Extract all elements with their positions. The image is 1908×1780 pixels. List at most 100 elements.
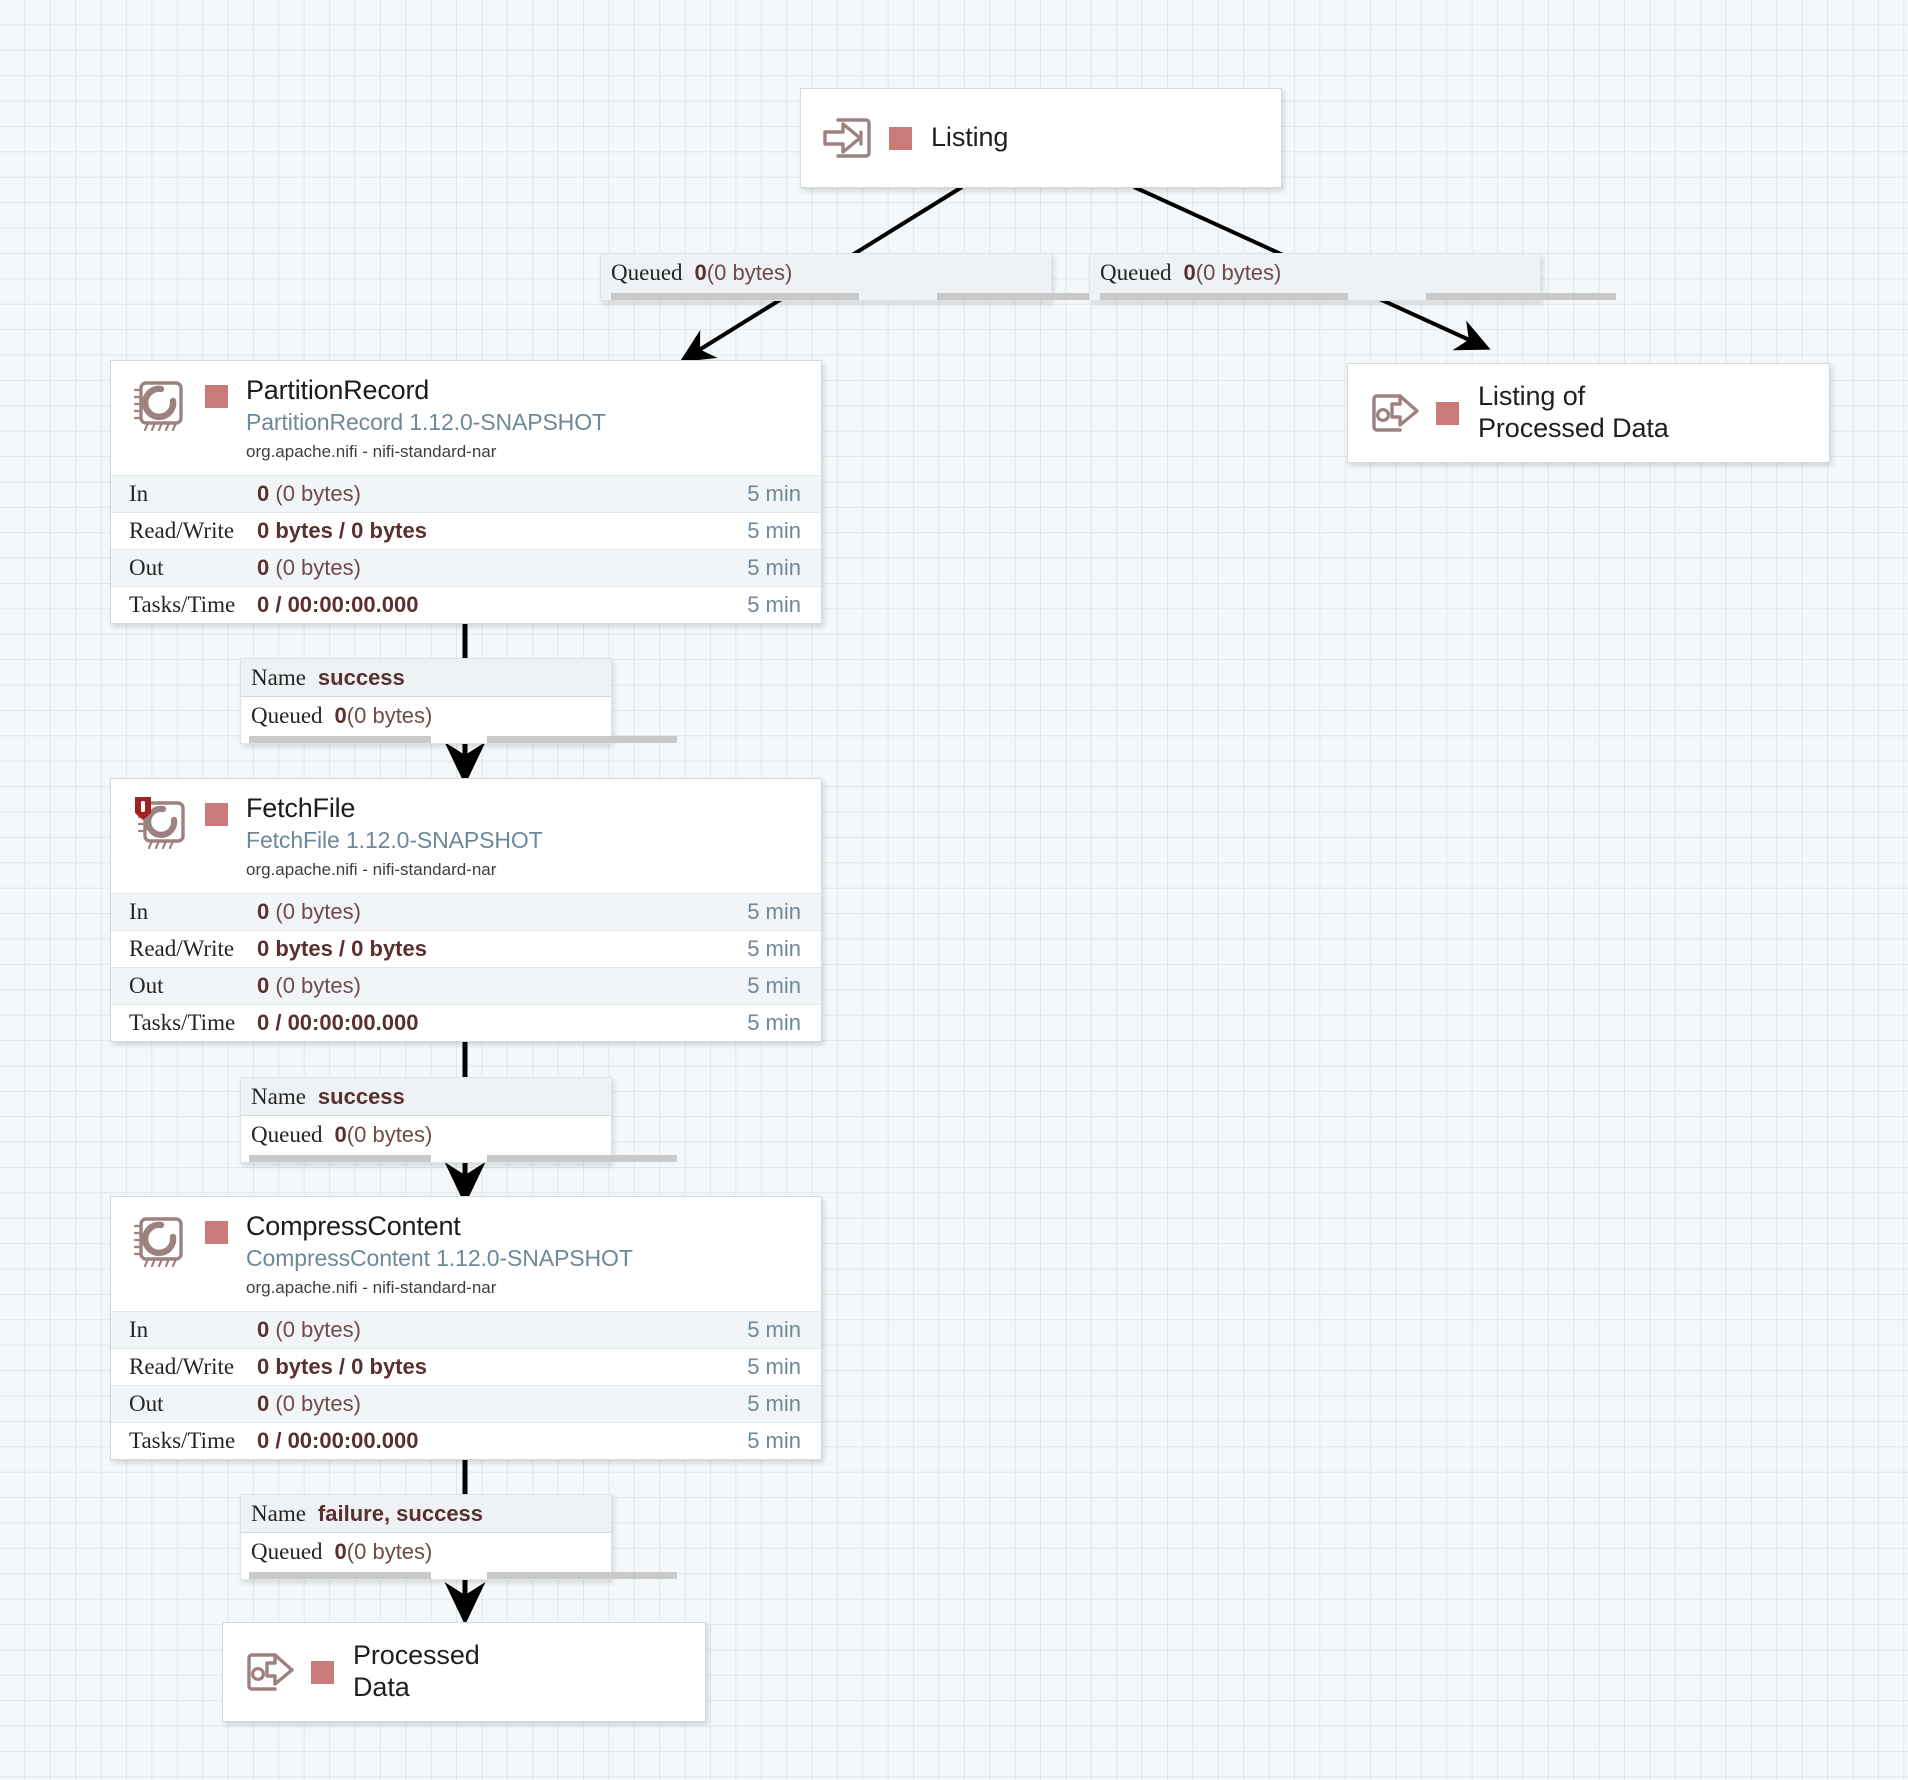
status-indicator-chip: [205, 803, 228, 826]
status-indicator-chip: [889, 126, 912, 150]
processor-name: FetchFile: [246, 793, 356, 823]
connection-label-listing-to-listing-of-processed-data[interactable]: Queued 0 (0 bytes): [1089, 253, 1616, 301]
stat-row-out: Out 0 (0 bytes) 5 min: [111, 967, 821, 1005]
output-port-icon: [241, 1644, 297, 1700]
stat-value: 0: [257, 555, 270, 581]
stat-value: 0 bytes / 0 bytes: [257, 936, 427, 962]
stat-label: Out: [129, 1391, 164, 1417]
connection-label-compresscontent-to-processeddata[interactable]: Name failure, success Queued 0 (0 bytes): [240, 1494, 677, 1580]
stat-value: 0 / 00:00:00.000: [257, 1428, 419, 1454]
connection-label-fetchfile-to-compresscontent[interactable]: Name success Queued 0 (0 bytes): [240, 1077, 677, 1163]
queue-size-bar: [487, 1571, 677, 1579]
node-fetchfile-processor[interactable]: FetchFile FetchFile 1.12.0-SNAPSHOT org.…: [110, 778, 822, 1043]
queued-label: Queued: [1100, 260, 1172, 285]
processor-bundle: org.apache.nifi - nifi-standard-nar: [246, 1277, 497, 1297]
queued-size: (0 bytes): [346, 703, 433, 728]
queued-label: Queued: [251, 703, 323, 728]
queue-count-bar: [249, 1571, 431, 1579]
stat-row-out: Out 0 (0 bytes) 5 min: [111, 1385, 821, 1423]
stat-time: 5 min: [747, 1317, 801, 1343]
stat-time: 5 min: [747, 1010, 801, 1036]
queued-count: 0: [334, 1122, 347, 1147]
queued-count: 0: [1183, 260, 1196, 285]
queued-capacity-bars: [241, 1571, 677, 1579]
connection-label-partitionrecord-to-fetchfile[interactable]: Name success Queued 0 (0 bytes): [240, 658, 677, 744]
queue-size-bar: [1426, 292, 1616, 300]
queue-size-bar: [487, 1154, 677, 1162]
stat-value: 0: [257, 1391, 270, 1417]
node-listing-input-port[interactable]: Listing: [800, 88, 1282, 188]
queue-count-bar: [249, 1154, 431, 1162]
input-port-icon: [819, 110, 875, 166]
stat-value: 0: [257, 1317, 270, 1343]
stat-suffix: (0 bytes): [269, 481, 361, 507]
name-label: Name: [251, 1500, 306, 1526]
name-label: Name: [251, 664, 306, 690]
connection-name-row: Name success: [241, 659, 611, 697]
status-indicator-chip: [311, 1660, 334, 1684]
queue-count-bar: [1100, 292, 1348, 300]
processor-name: CompressContent: [246, 1211, 461, 1241]
queued-capacity-bars: [1090, 292, 1616, 300]
queued-count: 0: [334, 1539, 347, 1564]
node-listing-of-processed-data-output-port[interactable]: Listing of Processed Data: [1347, 363, 1830, 463]
stat-time: 5 min: [747, 481, 801, 507]
queued-count: 0: [334, 703, 347, 728]
node-compresscontent-processor[interactable]: CompressContent CompressContent 1.12.0-S…: [110, 1196, 822, 1461]
stat-row-tasks-time: Tasks/Time 0 / 00:00:00.000 5 min: [111, 1422, 821, 1460]
stat-label: In: [129, 481, 149, 507]
stat-value: 0: [257, 899, 270, 925]
stat-time: 5 min: [747, 936, 801, 962]
connection-queued-row: Queued 0 (0 bytes): [241, 697, 611, 735]
stat-row-read-write: Read/Write 0 bytes / 0 bytes 5 min: [111, 512, 821, 550]
queue-size-bar: [487, 735, 677, 743]
stat-label: Read/Write: [129, 1354, 235, 1380]
stat-suffix: (0 bytes): [269, 973, 361, 999]
queued-label: Queued: [611, 260, 683, 285]
stat-suffix: (0 bytes): [269, 555, 361, 581]
port-label: Processed Data: [353, 1640, 480, 1702]
relationship-names: success: [317, 1083, 405, 1109]
status-indicator-chip: [205, 1221, 228, 1244]
output-port-icon: [1366, 385, 1422, 441]
queue-count-bar: [249, 735, 431, 743]
port-label: Listing: [931, 122, 1009, 153]
status-indicator-chip: [1436, 401, 1459, 425]
queued-capacity-bars: [241, 1154, 677, 1162]
stat-value: 0 bytes / 0 bytes: [257, 1354, 427, 1380]
port-label: Listing of Processed Data: [1478, 381, 1669, 443]
connection-queued-row: Queued 0 (0 bytes): [241, 1533, 611, 1571]
connection-label-listing-to-partitionrecord[interactable]: Queued 0 (0 bytes): [600, 253, 1127, 301]
stat-time: 5 min: [747, 1391, 801, 1417]
stat-row-read-write: Read/Write 0 bytes / 0 bytes 5 min: [111, 1348, 821, 1386]
stat-time: 5 min: [747, 973, 801, 999]
stat-row-in: In 0 (0 bytes) 5 min: [111, 475, 821, 513]
stat-suffix: (0 bytes): [269, 1391, 361, 1417]
node-processed-data-output-port[interactable]: Processed Data: [222, 1622, 706, 1722]
processor-bundle: org.apache.nifi - nifi-standard-nar: [246, 859, 497, 879]
stat-time: 5 min: [747, 592, 801, 618]
queued-count: 0: [694, 260, 707, 285]
queued-label: Queued: [251, 1122, 323, 1147]
stat-row-read-write: Read/Write 0 bytes / 0 bytes 5 min: [111, 930, 821, 968]
stat-suffix: (0 bytes): [269, 1317, 361, 1343]
processor-icon: [127, 375, 191, 439]
stat-row-out: Out 0 (0 bytes) 5 min: [111, 549, 821, 587]
processor-name: PartitionRecord: [246, 375, 430, 405]
stat-label: Read/Write: [129, 518, 235, 544]
stat-value: 0: [257, 481, 270, 507]
stat-label: Out: [129, 973, 164, 999]
processor-type: FetchFile 1.12.0-SNAPSHOT: [246, 827, 543, 854]
processor-icon: [127, 793, 191, 857]
stat-value: 0: [257, 973, 270, 999]
connection-name-row: Name success: [241, 1078, 611, 1116]
stat-row-in: In 0 (0 bytes) 5 min: [111, 1311, 821, 1349]
relationship-names: success: [317, 664, 405, 690]
stat-label: Tasks/Time: [129, 1428, 236, 1454]
name-label: Name: [251, 1083, 306, 1109]
connection-queued-row: Queued 0 (0 bytes): [241, 1116, 611, 1154]
stat-suffix: (0 bytes): [269, 899, 361, 925]
node-partitionrecord-processor[interactable]: PartitionRecord PartitionRecord 1.12.0-S…: [110, 360, 822, 625]
queue-count-bar: [611, 292, 859, 300]
